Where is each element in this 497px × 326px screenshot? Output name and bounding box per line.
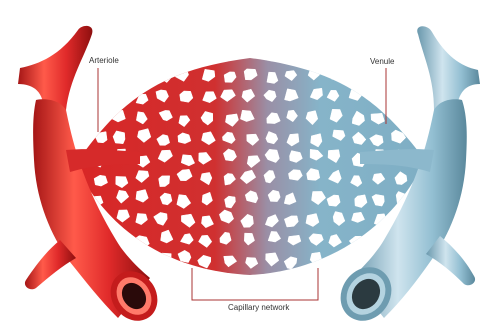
capillary-gap [373, 93, 387, 105]
arteriole-label: Arteriole [89, 56, 119, 65]
capillary-gap [329, 256, 341, 267]
capillary-gap [92, 89, 106, 101]
venule-label: Venule [370, 57, 394, 66]
capillary-gap [395, 112, 409, 122]
capillary-gap [113, 92, 125, 102]
capillary-network [75, 58, 425, 275]
arteriole-branch-top [18, 26, 92, 112]
capillary-gap [134, 252, 149, 262]
capillary-gap [349, 252, 362, 264]
capillary-gap [393, 68, 405, 82]
capillary-gap [113, 69, 123, 82]
capillary-network-label: Capillary network [228, 303, 289, 312]
capillary-gap [89, 111, 102, 123]
capillary-gap [394, 93, 407, 104]
capillary-gap [158, 253, 171, 265]
capillary-gap [138, 69, 152, 79]
capillary-gap [92, 71, 106, 82]
capillary-gap [310, 252, 322, 265]
venule-branch-top [417, 26, 480, 112]
capillary-gap [329, 66, 341, 79]
capillary-gap [376, 71, 389, 84]
capillary-gap [349, 72, 363, 85]
